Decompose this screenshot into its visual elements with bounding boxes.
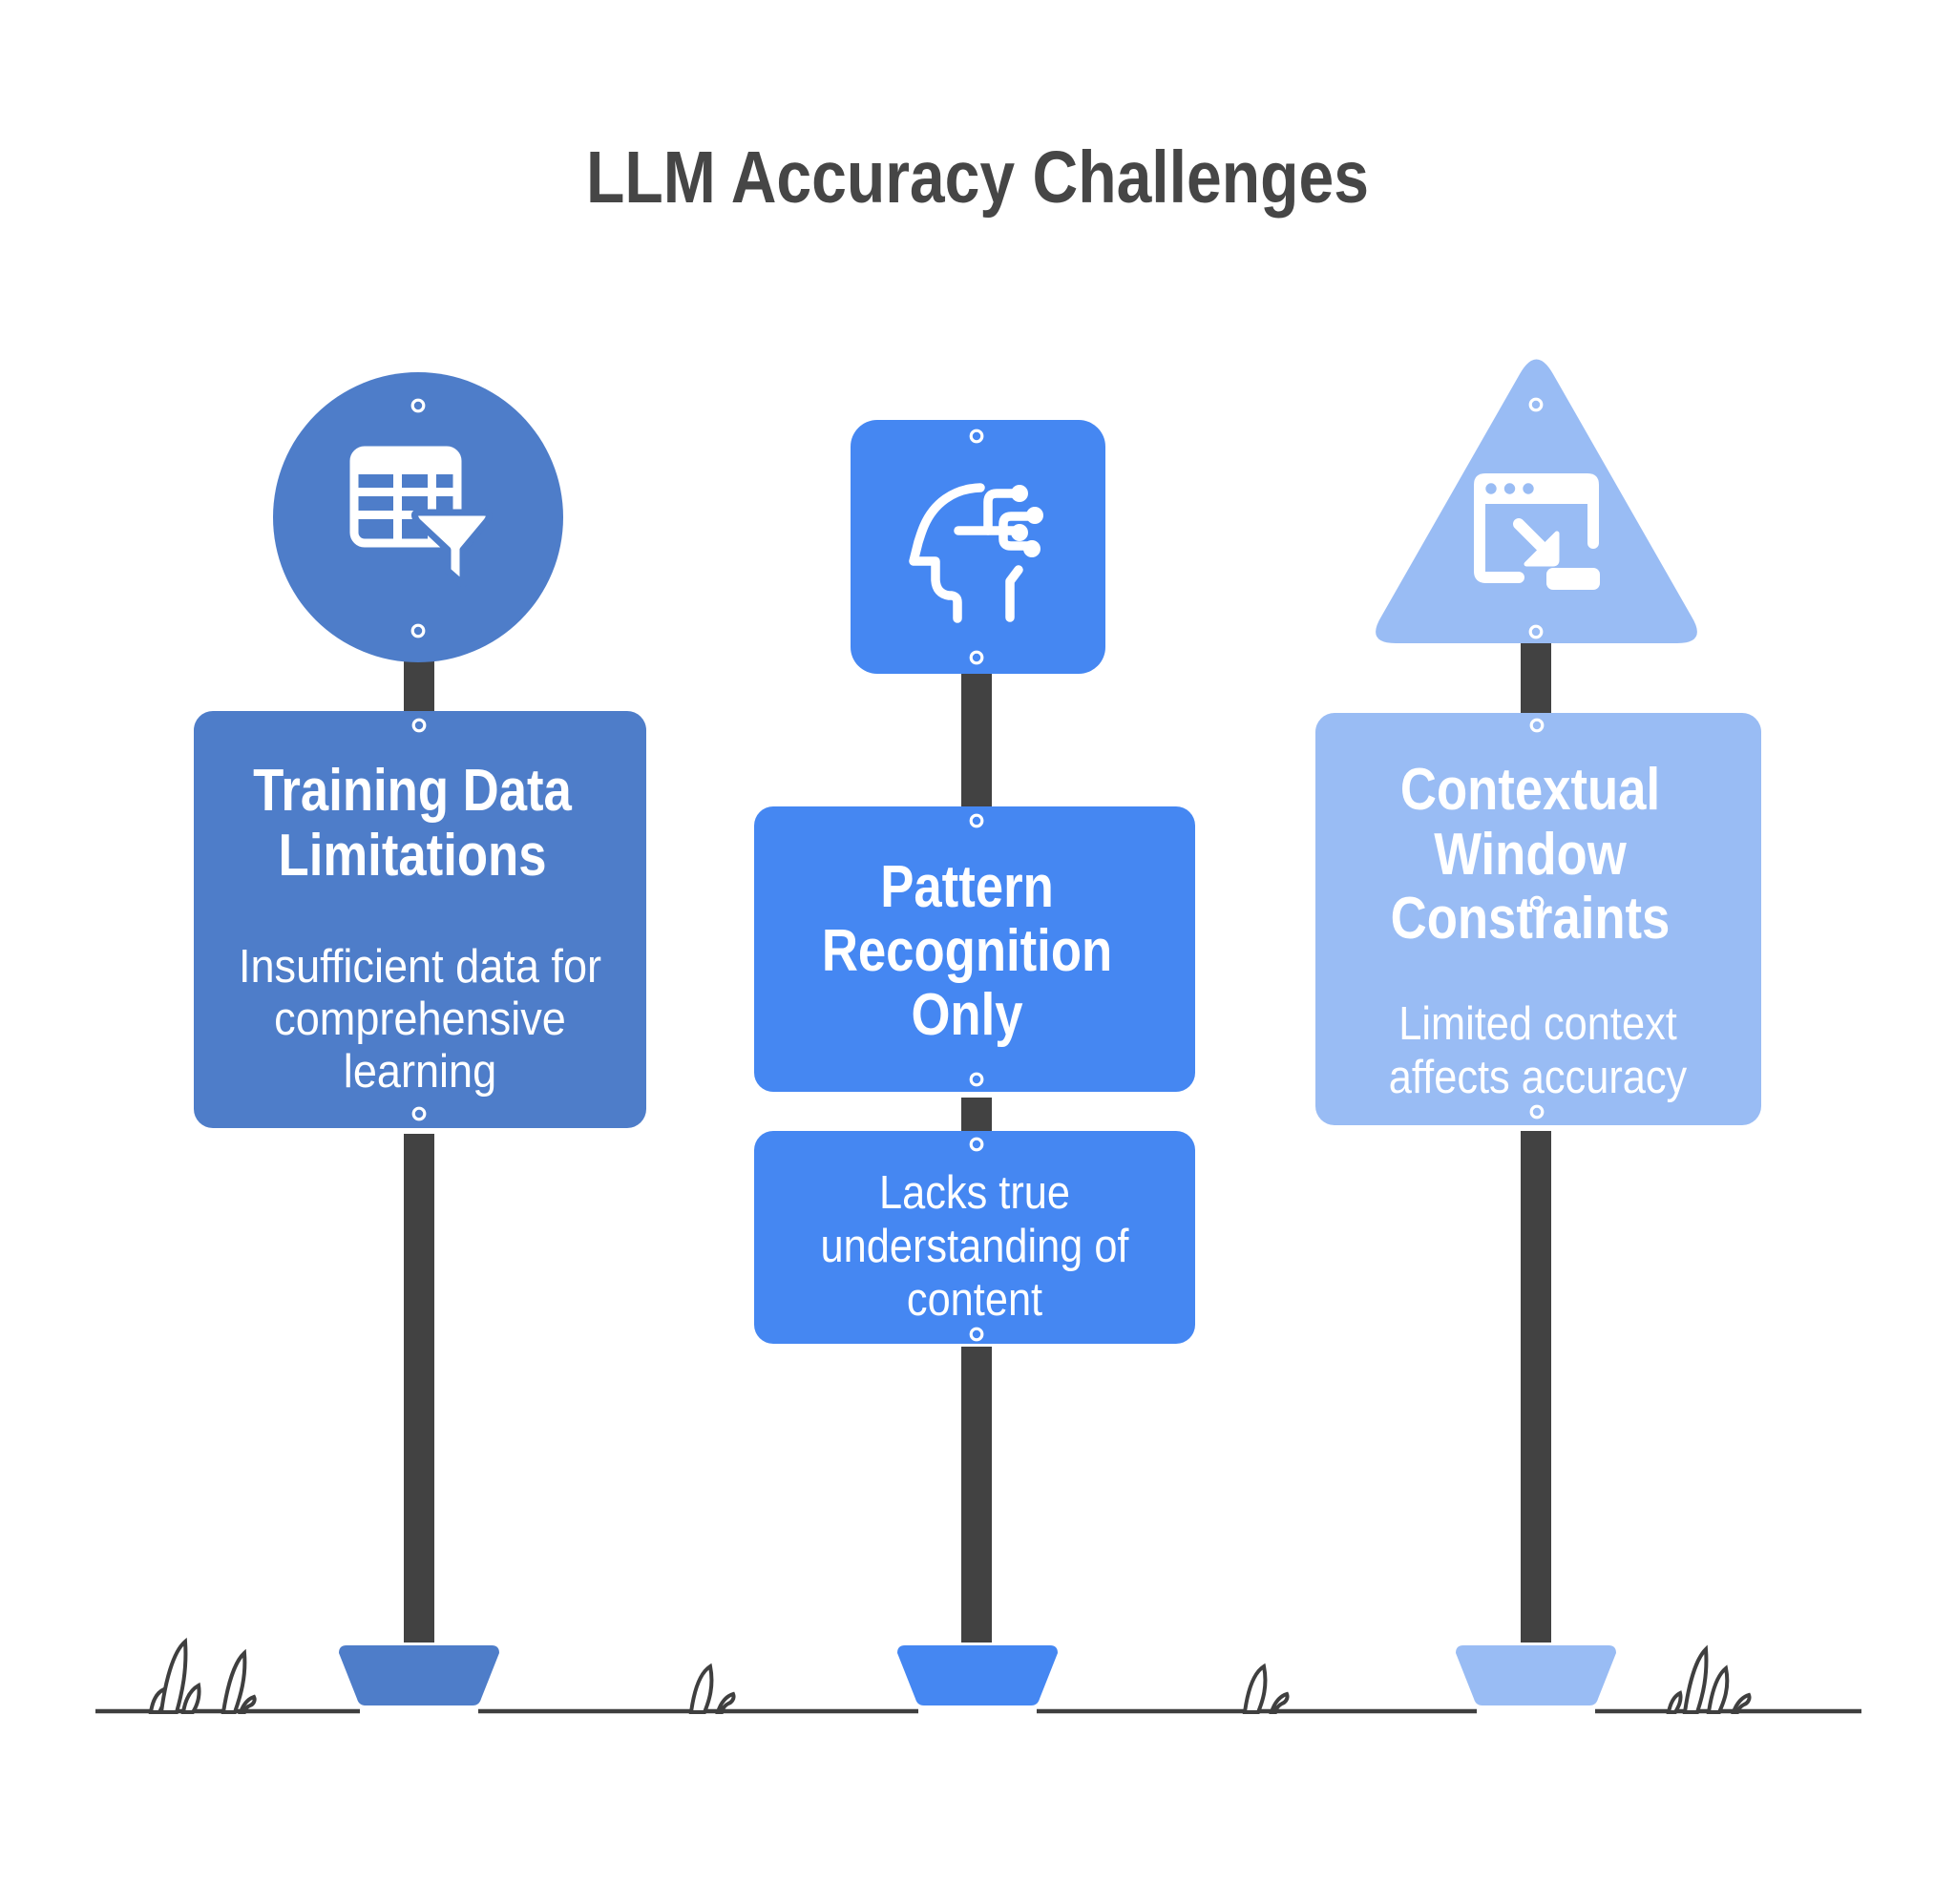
svg-text:Lacks true: Lacks true [879, 1166, 1070, 1219]
svg-text:Contextual: Contextual [1400, 757, 1660, 823]
svg-text:Limited context: Limited context [1398, 997, 1677, 1050]
svg-text:Recognition: Recognition [822, 918, 1112, 984]
svg-text:Limitations: Limitations [279, 823, 547, 889]
svg-text:Constraints: Constraints [1391, 886, 1671, 952]
svg-text:learning: learning [344, 1044, 496, 1097]
svg-text:affects accuracy: affects accuracy [1389, 1051, 1688, 1103]
svg-text:Window: Window [1434, 822, 1627, 888]
svg-text:Only: Only [911, 982, 1022, 1048]
svg-text:Pattern: Pattern [880, 854, 1054, 920]
svg-text:content: content [907, 1273, 1042, 1326]
svg-text:Training Data: Training Data [253, 758, 573, 824]
svg-text:Insufficient data for: Insufficient data for [239, 939, 601, 992]
svg-text:understanding of: understanding of [821, 1220, 1129, 1272]
svg-text:comprehensive: comprehensive [274, 992, 566, 1044]
svg-text:LLM Accuracy Challenges: LLM Accuracy Challenges [586, 136, 1369, 219]
